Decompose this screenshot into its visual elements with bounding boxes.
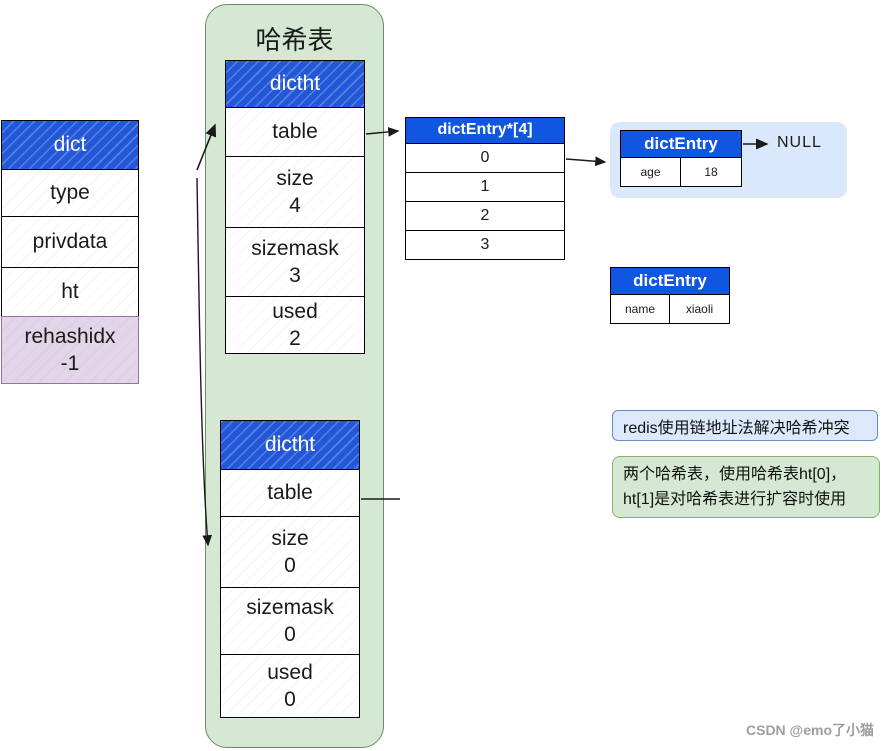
dict-row-ht: ht [1,267,139,317]
arrow-slot0-to-entry-age [565,156,607,167]
used-label: used [267,660,313,684]
entry-age-key: age [620,157,681,187]
entry-age-value: 18 [680,157,742,187]
entry-name-header: dictEntry [610,267,730,295]
dictht0-header: dictht [225,60,365,108]
note-chaining: redis使用链地址法解决哈希冲突 [612,410,878,441]
sizemask-value: 3 [289,264,301,287]
dict-row-type: type [1,169,139,217]
entry-array-slot-1: 1 [405,172,565,202]
note-two-tables-line2: ht[1]是对哈希表进行扩容时使用 [623,491,847,508]
dict-table: dict type privdata ht rehashidx -1 [1,120,139,384]
entry-array-slot-0: 0 [405,143,565,173]
entry-age-table: dictEntry age 18 [620,130,742,187]
note-two-tables: 两个哈希表，使用哈希表ht[0]， ht[1]是对哈希表进行扩容时使用 [612,456,880,518]
dictht1-row-size: size 0 [220,516,360,588]
entry-name-table: dictEntry name xiaoli [610,267,730,324]
dict-row-privdata: privdata [1,216,139,268]
rehashidx-value: -1 [60,352,80,375]
dictht1-row-table: table [220,469,360,517]
dictht1-row-sizemask: sizemask 0 [220,587,360,655]
dictht0-row-used: used 2 [225,296,365,354]
sizemask-label: sizemask [251,236,339,260]
size-value: 0 [284,554,296,577]
size-value: 4 [289,194,301,217]
note-chaining-text: redis使用链地址法解决哈希冲突 [623,419,850,437]
size-label: size [276,166,314,190]
size-label: size [271,526,309,550]
sizemask-label: sizemask [246,595,334,619]
note-two-tables-line1: 两个哈希表，使用哈希表ht[0]， [623,466,847,483]
entry-array-header: dictEntry*[4] [405,117,565,144]
dict-entry-array: dictEntry*[4] 0 1 2 3 [405,117,565,260]
sizemask-value: 0 [284,623,296,646]
dictht0-row-size: size 4 [225,156,365,228]
dictht1-header: dictht [220,420,360,470]
dictht0-row-table: table [225,107,365,157]
used-value: 2 [289,327,301,350]
csdn-watermark: CSDN @emo了小猫 [746,722,874,738]
hash-table-title: 哈希表 [255,25,334,55]
entry-name-key: name [610,294,670,324]
used-label: used [272,299,318,323]
rehashidx-label: rehashidx [24,324,116,348]
entry-age-row: age 18 [620,157,742,187]
dict-header: dict [1,120,139,170]
entry-name-row: name xiaoli [610,294,730,324]
dictht-table-0: dictht table size 4 sizemask 3 used 2 [225,60,365,354]
dictht-table-1: dictht table size 0 sizemask 0 used 0 [220,420,360,718]
entry-age-header: dictEntry [620,130,742,158]
dictht0-row-sizemask: sizemask 3 [225,227,365,297]
used-value: 0 [284,688,296,711]
dictht1-row-used: used 0 [220,654,360,718]
dict-row-rehashidx: rehashidx -1 [1,316,139,384]
entry-name-value: xiaoli [669,294,730,324]
entry-array-slot-3: 3 [405,230,565,260]
entry-array-slot-2: 2 [405,201,565,231]
null-label: NULL [777,134,822,151]
